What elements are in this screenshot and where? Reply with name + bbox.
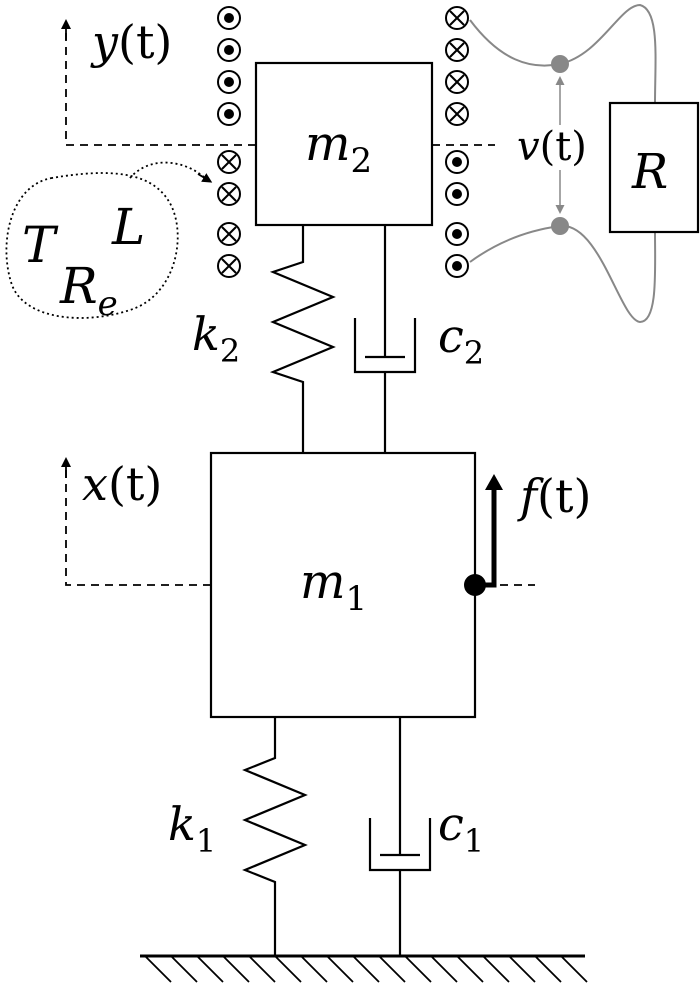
coil-parameter-bubble <box>5 161 213 319</box>
ground-hatching <box>144 955 588 983</box>
mass-m2 <box>254 61 434 227</box>
spring-k1 <box>242 718 308 956</box>
hatch-line <box>248 955 276 983</box>
conductor-out-of-page-icon <box>217 6 241 30</box>
hatch-line <box>482 955 510 983</box>
label-resistor: R <box>631 144 668 200</box>
hatch-line <box>456 955 484 983</box>
label-k2: k2 <box>192 307 240 370</box>
conductor-into-page-icon <box>217 182 241 206</box>
conductor-out-of-page-icon <box>217 38 241 62</box>
hatch-line <box>170 955 198 983</box>
terminal-bottom <box>551 217 569 235</box>
label-f-t: f(t) <box>517 469 591 523</box>
terminal-top <box>551 55 569 73</box>
hatch-line <box>274 955 302 983</box>
hatch-line <box>430 955 458 983</box>
label-m2: m2 <box>305 116 372 181</box>
resistor-box <box>608 101 700 234</box>
conductor-out-of-page-icon <box>445 222 469 246</box>
force-f-arrow <box>464 474 535 596</box>
label-x-t: x(t) <box>82 457 162 511</box>
displacement-x-indicator <box>61 457 211 586</box>
label-coil-L: L <box>111 198 145 256</box>
damper-c2 <box>353 225 417 453</box>
conductor-out-of-page-icon <box>445 254 469 278</box>
conductor-into-page-icon <box>217 254 241 278</box>
conductor-into-page-icon <box>445 70 469 94</box>
label-coil-T: T <box>22 216 59 274</box>
conductor-into-page-icon <box>217 222 241 246</box>
conductor-out-of-page-icon <box>445 150 469 174</box>
label-y-t: y(t) <box>90 15 172 69</box>
ground <box>140 954 588 983</box>
label-c2: c2 <box>438 309 484 372</box>
hatch-line <box>378 955 406 983</box>
conductor-into-page-icon <box>445 6 469 30</box>
conductor-into-page-icon <box>445 102 469 126</box>
hatch-line <box>534 955 562 983</box>
label-v-t: v(t) <box>517 124 587 170</box>
conductor-out-of-page-icon <box>217 70 241 94</box>
coil-conductors-right <box>445 6 469 278</box>
label-coil-Re: Re <box>59 257 118 324</box>
label-k1: k1 <box>168 797 216 860</box>
conductor-out-of-page-icon <box>217 102 241 126</box>
hatch-line <box>326 955 354 983</box>
spring-k2 <box>269 225 336 453</box>
conductor-into-page-icon <box>445 38 469 62</box>
hatch-line <box>352 955 380 983</box>
damper-c1 <box>368 718 432 956</box>
hatch-line <box>560 955 588 983</box>
conductor-into-page-icon <box>217 150 241 174</box>
hatch-line <box>508 955 536 983</box>
coil-conductors-left <box>217 6 241 278</box>
hatch-line <box>144 955 172 983</box>
hatch-line <box>196 955 224 983</box>
displacement-y-indicator <box>61 19 495 146</box>
hatch-line <box>300 955 328 983</box>
conductor-out-of-page-icon <box>445 182 469 206</box>
hatch-line <box>222 955 250 983</box>
hatch-line <box>404 955 432 983</box>
generator-circuit <box>469 3 700 324</box>
label-m1: m1 <box>300 554 367 619</box>
label-c1: c1 <box>438 797 484 860</box>
force-application-point <box>464 574 486 596</box>
